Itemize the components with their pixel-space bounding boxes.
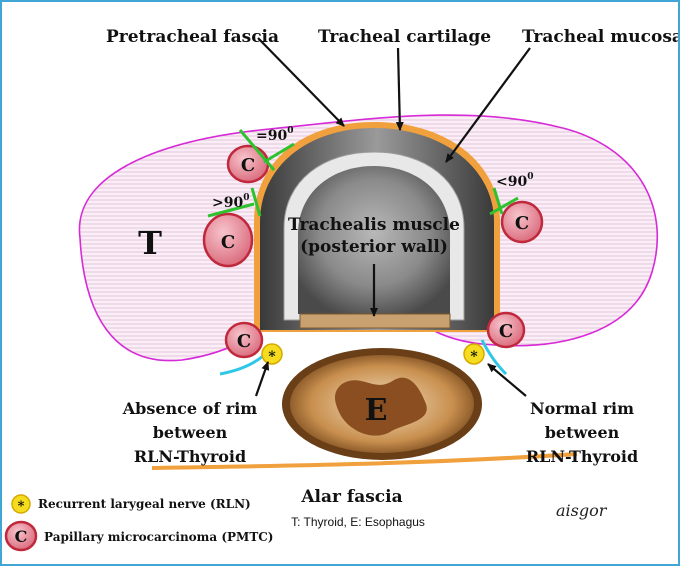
label-pretracheal-fascia: Pretracheal fascia [106, 27, 279, 47]
svg-text:*: * [268, 349, 276, 365]
svg-text:C: C [515, 213, 529, 234]
esophagus-label: E [365, 393, 388, 428]
tumor-right: C [502, 202, 542, 242]
trachealis-label-line1: Trachealis muscle [288, 215, 460, 235]
tumor-lower-left: C [226, 323, 262, 357]
trachealis-muscle [300, 314, 450, 328]
svg-text:C: C [241, 155, 255, 176]
thyroid-label: T [138, 224, 162, 262]
label-tracheal-mucosa: Tracheal mucosa [522, 27, 678, 47]
right-rln-marker: * [464, 344, 484, 365]
legend-rln-text: Recurrent larygeal nerve (RLN) [38, 497, 251, 511]
absence-rim-line2: between [153, 423, 228, 442]
svg-text:*: * [18, 499, 25, 514]
author-signature: aisgor [556, 501, 608, 520]
svg-text:*: * [470, 349, 478, 365]
svg-text:C: C [499, 321, 513, 342]
svg-text:C: C [237, 331, 251, 352]
tumor-mid-left: C [204, 214, 252, 266]
tumor-lower-right: C [488, 313, 524, 347]
absence-rim-line1: Absence of rim [122, 399, 258, 418]
normal-rim-line2: between [545, 423, 620, 442]
legend: * Recurrent larygeal nerve (RLN) C Papil… [6, 495, 273, 550]
label-alar-fascia: Alar fascia [300, 487, 402, 507]
absence-rim-line3: RLN-Thyroid [134, 447, 246, 466]
svg-text:C: C [221, 232, 235, 253]
tumor-upper-left: C [228, 146, 268, 182]
legend-pmtc: C Papillary microcarcinoma (PMTC) [6, 522, 273, 550]
normal-rim-line3: RLN-Thyroid [526, 447, 638, 466]
legend-pmtc-text: Papillary microcarcinoma (PMTC) [44, 530, 273, 544]
svg-text:C: C [15, 527, 28, 546]
trachealis-label-line2: (posterior wall) [300, 237, 448, 257]
legend-rln: * Recurrent larygeal nerve (RLN) [12, 495, 251, 514]
abbreviation-note: T: Thyroid, E: Esophagus [291, 515, 425, 529]
esophagus: E [282, 348, 482, 460]
normal-rim-line1: Normal rim [530, 399, 634, 418]
label-tracheal-cartilage: Tracheal cartilage [318, 27, 491, 47]
left-rln-marker: * [262, 344, 282, 365]
